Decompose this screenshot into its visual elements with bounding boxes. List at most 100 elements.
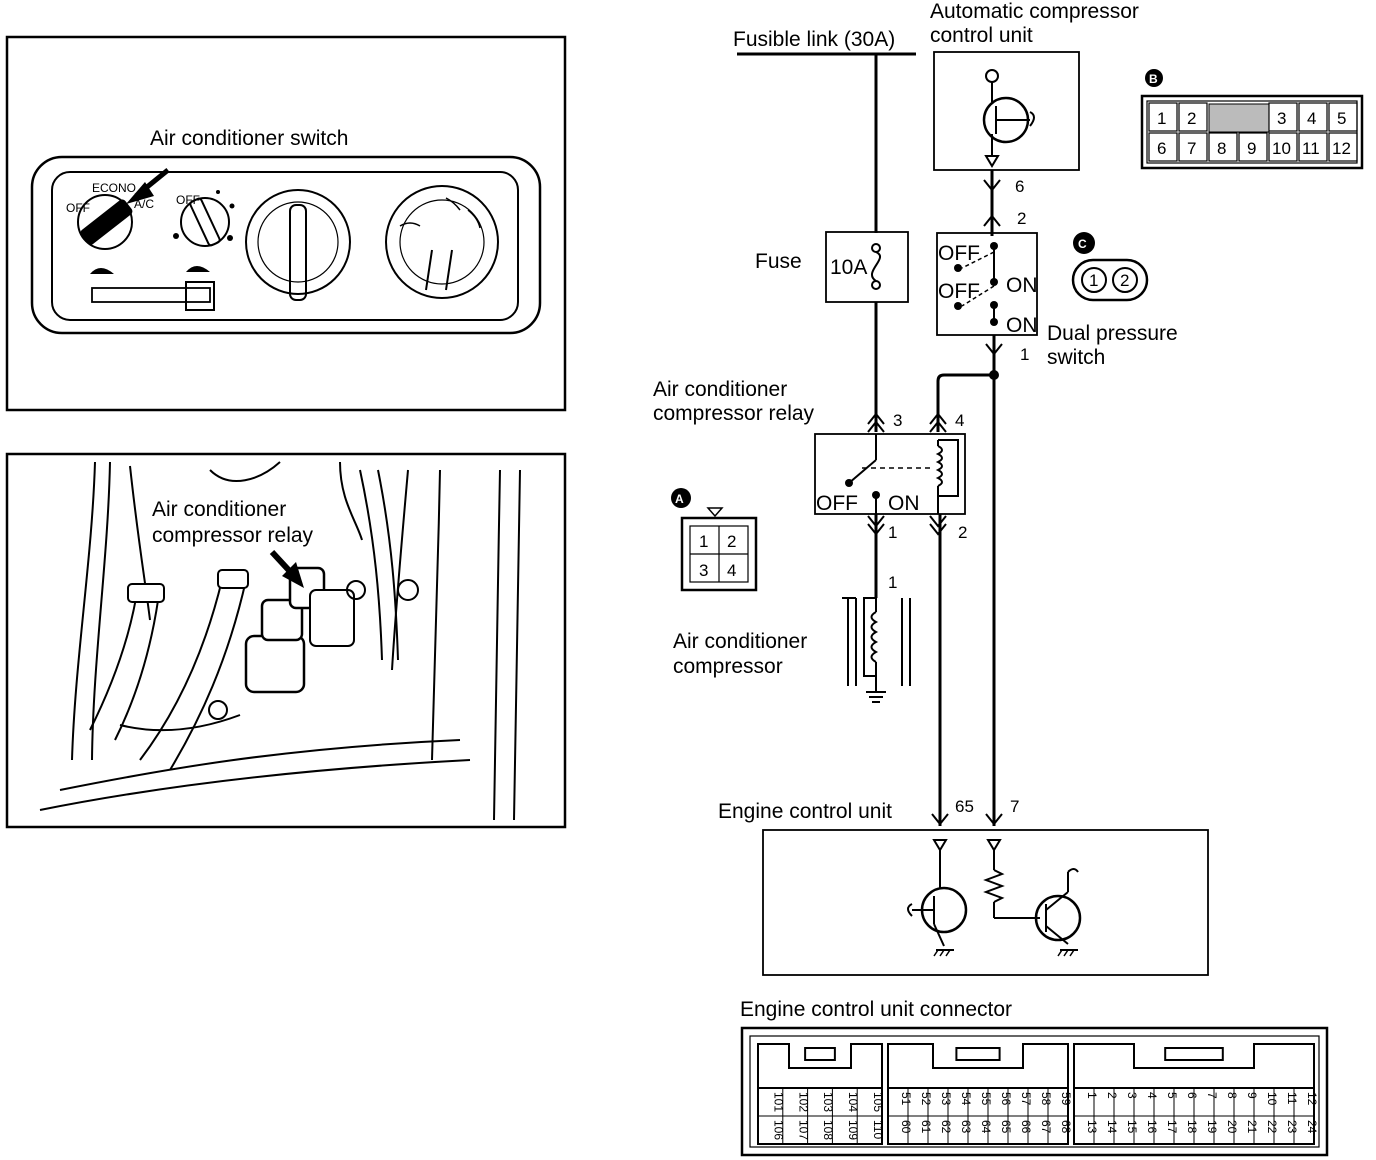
ecu-pin-53: 53 bbox=[939, 1092, 953, 1106]
ecu-pin-11: 11 bbox=[1285, 1092, 1299, 1105]
relay-state-on: ON bbox=[888, 492, 920, 515]
mode-dial bbox=[385, 185, 499, 299]
ecu-pin-16: 16 bbox=[1145, 1120, 1159, 1134]
ecu-pin-19: 19 bbox=[1205, 1120, 1219, 1134]
compressor-label-line1: Air conditioner bbox=[673, 630, 807, 653]
ecu-pin-60: 60 bbox=[899, 1120, 913, 1134]
mark-off: OFF bbox=[66, 201, 90, 215]
ecu-pin-65: 65 bbox=[999, 1120, 1013, 1134]
connector-b-cell bbox=[1298, 132, 1328, 162]
ecu-pin-106: 106 bbox=[772, 1120, 786, 1140]
ecu-pin-2: 2 bbox=[1105, 1092, 1119, 1099]
ecu-pin-109: 109 bbox=[846, 1120, 860, 1140]
connector-b-pin-12: 12 bbox=[1332, 139, 1351, 158]
connector-b-pin-2: 2 bbox=[1187, 109, 1196, 128]
pin-relay-1: 1 bbox=[888, 523, 897, 542]
relay-location-illustration: Air conditioner compressor relay bbox=[5, 452, 567, 829]
ecu-pin-103: 103 bbox=[821, 1092, 835, 1112]
pointer-arrow-icon bbox=[126, 168, 170, 204]
dps-label-line1: Dual pressure bbox=[1047, 322, 1178, 345]
ecu-pin-6: 6 bbox=[1185, 1092, 1199, 1099]
ecu-pin-66: 66 bbox=[1019, 1120, 1033, 1134]
fan-knob: OFF bbox=[173, 190, 235, 247]
connector-b-cell bbox=[1148, 132, 1178, 162]
ecu-pin-14: 14 bbox=[1105, 1120, 1119, 1134]
connector-b-pin-10: 10 bbox=[1272, 139, 1291, 158]
connector-b-cell bbox=[1178, 102, 1208, 132]
connector-c-pin-2: 2 bbox=[1120, 271, 1129, 290]
pin-compressor-1: 1 bbox=[888, 573, 897, 592]
connector-b-pin-7: 7 bbox=[1187, 139, 1196, 158]
ecu-pin-68: 68 bbox=[1059, 1120, 1073, 1134]
ecu-pin-5: 5 bbox=[1165, 1092, 1179, 1099]
ac-switch-knob: OFF ECONO A/C bbox=[66, 181, 154, 250]
connector-b-cell bbox=[1268, 102, 1298, 132]
ecu-pin-54: 54 bbox=[959, 1092, 973, 1106]
ecu-label: Engine control unit bbox=[718, 800, 892, 823]
pin-relay-3: 3 bbox=[893, 411, 902, 430]
compressor-label-line2: compressor bbox=[673, 655, 783, 678]
pin-acu-6: 6 bbox=[1015, 177, 1024, 196]
dps-state-on-2: ON bbox=[1006, 314, 1038, 337]
wiring-schematic: Fusible link (30A) Fuse 10A Automatic co… bbox=[653, 0, 1364, 1157]
connector-b-cell bbox=[1178, 132, 1208, 162]
connector-a-pin-4: 4 bbox=[727, 561, 736, 580]
connector-a-pin-1: 1 bbox=[699, 532, 708, 551]
ecu-pin-61: 61 bbox=[919, 1120, 933, 1134]
ecu-pin-4: 4 bbox=[1145, 1092, 1159, 1099]
relay-label-line2: compressor relay bbox=[653, 402, 815, 425]
ecu-pin-12: 12 bbox=[1305, 1092, 1319, 1106]
pin-relay-4: 4 bbox=[955, 411, 964, 430]
ecu-pin-18: 18 bbox=[1185, 1120, 1199, 1134]
mark-econo: ECONO bbox=[92, 181, 136, 195]
pointer-arrow-icon bbox=[269, 549, 304, 588]
connector-c-pin-1: 1 bbox=[1089, 271, 1098, 290]
connector-b-pin-3: 3 bbox=[1277, 109, 1286, 128]
auto-compressor-control-unit bbox=[933, 51, 1080, 171]
ecu-pin-104: 104 bbox=[846, 1092, 860, 1112]
ecu-pin-62: 62 bbox=[939, 1120, 953, 1134]
connector-a: A 1 2 3 4 bbox=[671, 488, 758, 592]
pin-dps-2: 2 bbox=[1017, 209, 1026, 228]
temperature-dial bbox=[245, 189, 351, 301]
connector-c: C 1 2 bbox=[1071, 232, 1149, 302]
ecu-pin-102: 102 bbox=[796, 1092, 810, 1112]
ecu-pin-105: 105 bbox=[871, 1092, 885, 1112]
ecu-pin-23: 23 bbox=[1285, 1120, 1299, 1134]
connector-a-letter: A bbox=[675, 492, 684, 506]
ecu-connector-label: Engine control unit connector bbox=[740, 998, 1012, 1021]
connector-b-pin-5: 5 bbox=[1337, 109, 1346, 128]
ac-compressor-clutch bbox=[842, 597, 911, 686]
relay-label-line1: Air conditioner bbox=[653, 378, 787, 401]
dps-state-off-2: OFF bbox=[938, 280, 980, 303]
ecu-pin-10: 10 bbox=[1265, 1092, 1279, 1106]
ecu-pin-1: 1 bbox=[1085, 1092, 1099, 1099]
connector-b-cell bbox=[1328, 102, 1358, 132]
connector-b-cell bbox=[1208, 132, 1238, 162]
switch-panel-illustration: Air conditioner switch OFF ECONO A/C OFF bbox=[5, 35, 567, 412]
connector-c-letter: C bbox=[1078, 237, 1087, 251]
connector-b-pin-1: 1 bbox=[1157, 109, 1166, 128]
pin-dps-1: 1 bbox=[1020, 345, 1029, 364]
mark-ac: A/C bbox=[134, 197, 154, 211]
ecu-pin-21: 21 bbox=[1245, 1120, 1259, 1134]
engine-control-unit bbox=[762, 829, 1209, 976]
ecu-pin-58: 58 bbox=[1039, 1092, 1053, 1106]
ecu-pin-13: 13 bbox=[1085, 1120, 1099, 1134]
mark-off-2: OFF bbox=[176, 193, 200, 207]
ecu-pin-20: 20 bbox=[1225, 1120, 1239, 1134]
ecu-pin-7: 7 bbox=[1205, 1092, 1219, 1099]
ecu-pin-8: 8 bbox=[1225, 1092, 1239, 1099]
ecu-pin-3: 3 bbox=[1125, 1092, 1139, 1099]
connector-b-pin-6: 6 bbox=[1157, 139, 1166, 158]
connector-b-letter: B bbox=[1149, 72, 1158, 86]
switch-panel-title: Air conditioner switch bbox=[150, 127, 348, 150]
fusible-link-label: Fusible link (30A) bbox=[733, 28, 895, 51]
fuse-label: Fuse bbox=[755, 250, 802, 273]
pin-relay-2: 2 bbox=[958, 523, 967, 542]
connector-b-pin-9: 9 bbox=[1247, 139, 1256, 158]
